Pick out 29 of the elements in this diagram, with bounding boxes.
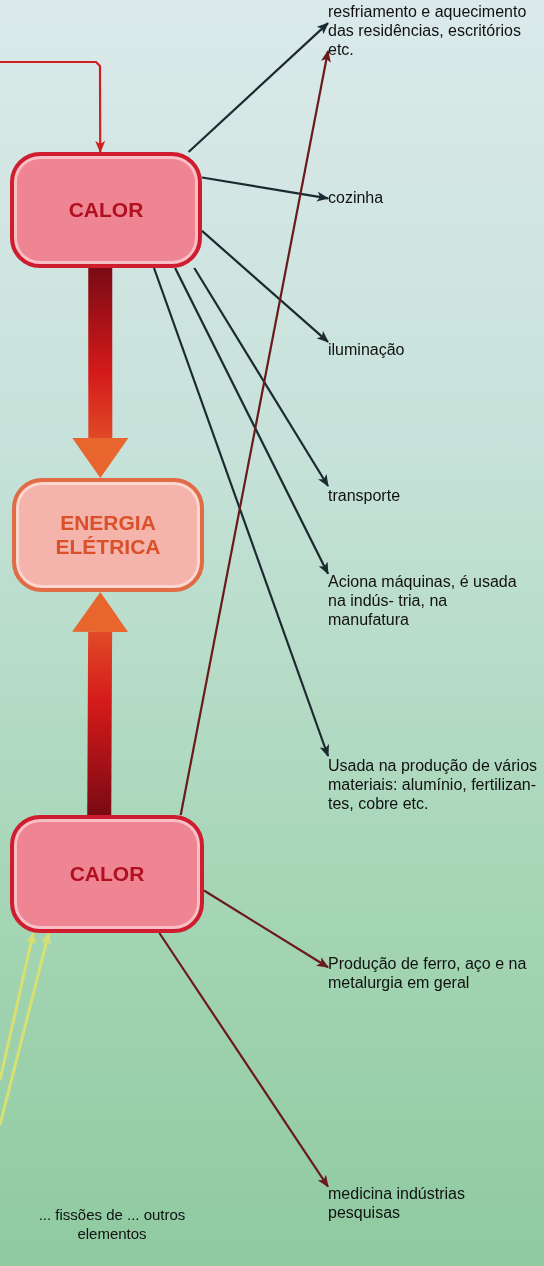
text-label: Aciona máquinas, é usada na indús- tria, na manufatura xyxy=(328,572,528,629)
box-label: ENERGIA ELÉTRICA xyxy=(54,511,162,559)
arrow xyxy=(0,932,51,1126)
block-arrow xyxy=(72,592,129,816)
text-label: medicina indústrias pesquisas xyxy=(328,1184,528,1222)
arrow xyxy=(0,60,106,153)
arrow xyxy=(193,267,329,487)
process-box xyxy=(10,815,204,933)
arrow xyxy=(201,230,329,343)
arrow xyxy=(0,932,36,1081)
text-label: transporte xyxy=(328,486,528,505)
arrow xyxy=(179,50,331,816)
text-label: ... fissões de ... outros elementos xyxy=(37,1205,187,1243)
process-box xyxy=(12,478,204,592)
text-label: resfriamento e aquecimento das residências, escritórios etc. xyxy=(328,2,538,59)
text-label: Usada na produção de vários materiais: alumínio, fertilizan- tes, cobre etc. xyxy=(328,756,540,813)
arrow xyxy=(187,22,329,153)
arrow xyxy=(201,176,329,202)
text-label: iluminação xyxy=(328,340,528,359)
arrow xyxy=(158,932,329,1188)
arrow xyxy=(152,267,330,757)
box-label: CALOR xyxy=(69,862,145,886)
text-label: cozinha xyxy=(328,188,528,207)
block-arrow xyxy=(72,268,129,478)
text-label: Produção de ferro, aço e na metalurgia em geral xyxy=(328,954,540,992)
box-label: CALOR xyxy=(68,198,144,222)
arrow xyxy=(174,267,329,575)
arrow xyxy=(203,889,329,969)
process-box xyxy=(10,152,202,268)
